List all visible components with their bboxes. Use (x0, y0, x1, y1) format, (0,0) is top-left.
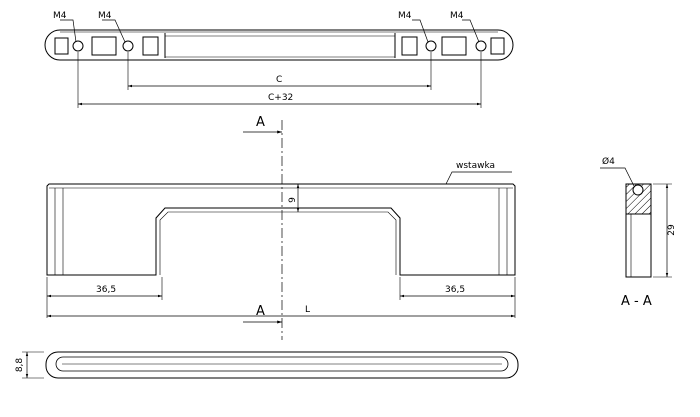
section-caption: A - A (621, 294, 652, 309)
top-slot-4 (401, 36, 418, 56)
section-letter-bottom: A (256, 304, 265, 319)
top-slot-6 (490, 37, 505, 55)
dim-length-text: L (305, 305, 310, 315)
top-hole-1 (72, 40, 84, 52)
section-letter-top: A (256, 115, 265, 130)
top-slot-2 (91, 36, 117, 56)
thread-label-4: M4 (450, 11, 464, 21)
top-slot-5 (441, 36, 467, 56)
top-view-outline (44, 29, 514, 61)
dim-insert-height-text: 9 (288, 197, 298, 203)
section-outline (625, 183, 652, 278)
handle-outline (46, 183, 516, 276)
top-hole-3 (425, 40, 437, 52)
top-slot-1 (54, 37, 69, 55)
dim-right-leg-text: 36,5 (445, 285, 465, 295)
top-hole-4 (475, 40, 487, 52)
front-view (46, 120, 516, 340)
top-view (44, 19, 514, 108)
dim-c32-text: C+32 (268, 93, 293, 103)
insert-label: wstawka (456, 161, 495, 171)
dim-hole-text: Ø4 (602, 156, 615, 167)
section-hole (632, 184, 644, 196)
top-slot-3 (142, 36, 159, 56)
dim-section-height-text: 29 (667, 224, 677, 236)
top-hole-2 (122, 40, 134, 52)
thread-label-2: M4 (98, 11, 112, 21)
section-view (600, 167, 672, 278)
dim-c-text: C (276, 75, 282, 85)
dim-left-leg-text: 36,5 (96, 285, 116, 295)
bottom-inner-slot (55, 356, 509, 372)
dim-thickness-text: 8,8 (15, 358, 25, 373)
bottom-view (22, 351, 519, 379)
thread-label-1: M4 (53, 11, 67, 21)
thread-label-3: M4 (398, 11, 412, 21)
bottom-outline (45, 351, 519, 379)
